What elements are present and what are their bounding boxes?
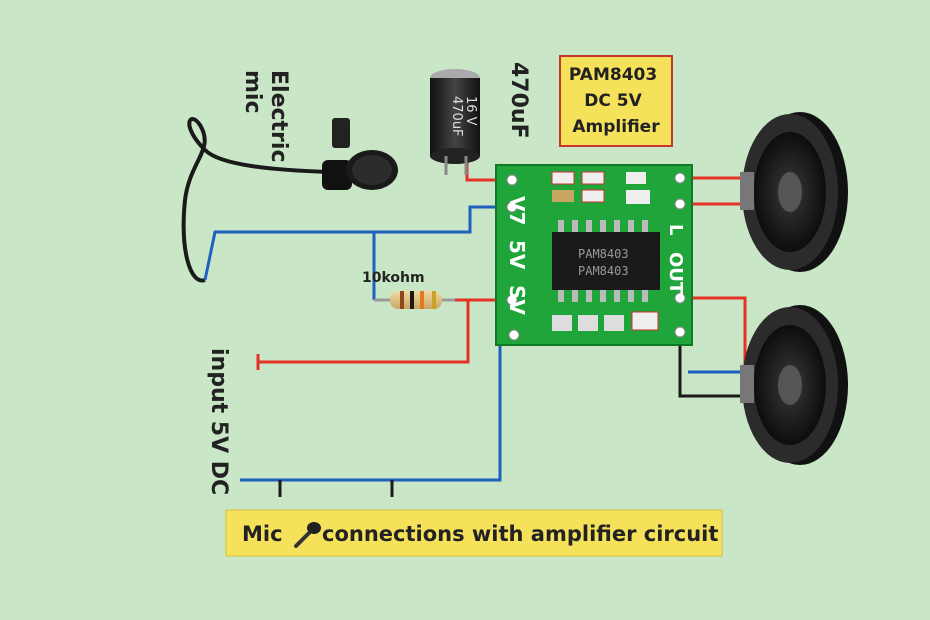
pin-label-5v: 5V [505, 240, 529, 270]
capacitor-body-label: 470uF 16 V [449, 96, 478, 141]
red-wire-speaker2 [680, 296, 747, 372]
capacitor-icon [430, 69, 480, 175]
input-label: input 5V DC [206, 348, 231, 495]
caption-text: Mic connections with amplifier circuit [242, 522, 718, 546]
pin-label-sv: SV [505, 285, 529, 315]
pin-label-l: L [665, 224, 686, 235]
blue-wire-ground [240, 333, 514, 482]
blue-wire-mic-v7 [203, 205, 510, 281]
speaker-bottom-icon [740, 305, 848, 465]
capacitor-value-label: 470uF [506, 62, 531, 139]
mic-cable [181, 117, 331, 283]
black-wire-speaker2 [678, 332, 750, 398]
pin-label-v7: V7 [505, 196, 529, 225]
ic-marking-1: PAM8403 [578, 247, 629, 261]
resistor-label: 10kohm [362, 270, 425, 286]
amplifier-module [495, 164, 693, 346]
speaker-top-icon [740, 112, 848, 272]
resistor-icon [374, 291, 455, 309]
module-title-box [559, 55, 673, 147]
mic-label: Electric mic [240, 70, 291, 170]
microphone-icon [294, 522, 321, 548]
red-wire-input [258, 300, 470, 364]
module-title: PAM8403 DC 5V Amplifier [569, 65, 663, 137]
lavalier-mic-icon [322, 118, 398, 190]
pin-label-out: OUT [665, 252, 686, 295]
ic-marking-2: PAM8403 [578, 264, 629, 278]
